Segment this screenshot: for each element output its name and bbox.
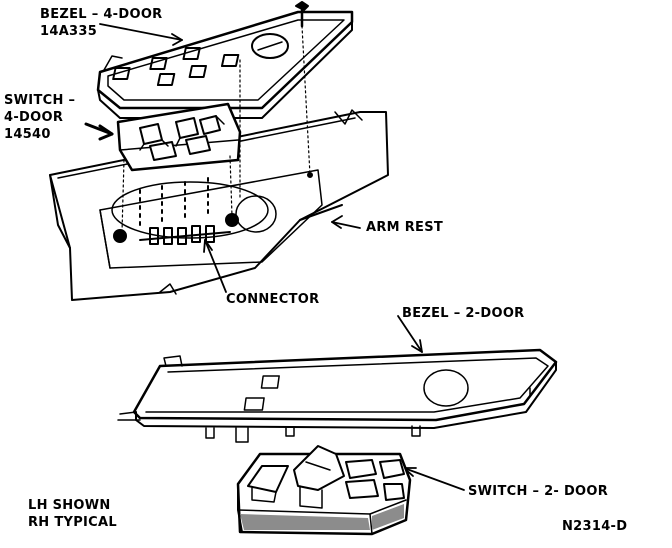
switch-4door-drawing xyxy=(116,102,242,233)
label-switch-2door: SWITCH – 2- DOOR xyxy=(468,484,609,499)
label-switch-4door-type: 4-DOOR xyxy=(4,110,64,125)
label-bezel-2door: BEZEL – 2-DOOR xyxy=(402,306,525,321)
label-bezel-4door-part-number: 14A335 xyxy=(40,24,98,39)
bezel-2door-drawing xyxy=(117,348,558,443)
label-connector: CONNECTOR xyxy=(226,292,320,307)
label-switch-4door-part-number: 14540 xyxy=(4,127,51,142)
label-orientation-note: LH SHOWN RH TYPICAL xyxy=(28,497,117,531)
label-arm-rest: ARM REST xyxy=(366,220,444,235)
figure-code: N2314-D xyxy=(562,519,628,534)
switch-2door-drawing xyxy=(236,445,412,536)
label-switch-4door: SWITCH – 4-DOOR 14540 xyxy=(4,92,75,143)
label-bezel-4door-name: BEZEL – 4-DOOR xyxy=(40,7,163,22)
leader-lines xyxy=(84,23,465,491)
label-switch-4door-name: SWITCH – xyxy=(4,93,76,108)
label-bezel-4door: BEZEL – 4-DOOR 14A335 xyxy=(40,6,162,40)
label-note-line1: LH SHOWN xyxy=(28,498,111,513)
label-note-line2: RH TYPICAL xyxy=(28,515,117,530)
